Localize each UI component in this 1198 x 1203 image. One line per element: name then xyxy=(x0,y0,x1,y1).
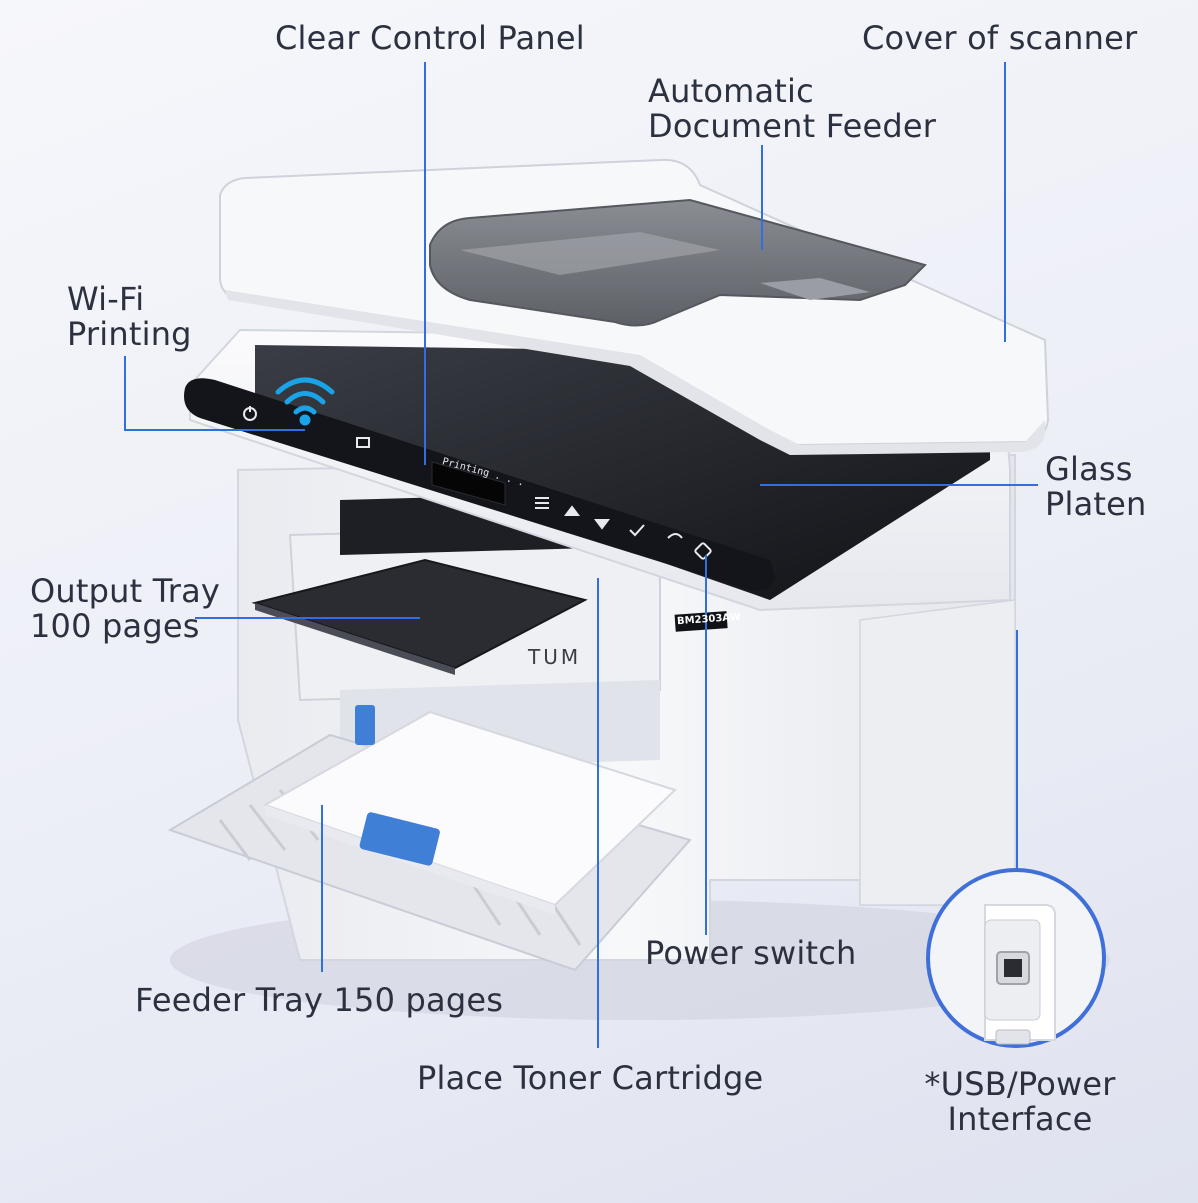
side-paper-guide[interactable] xyxy=(355,705,375,745)
usb-port-icon xyxy=(996,951,1030,985)
menu-icon[interactable] xyxy=(535,497,549,509)
back-icon[interactable] xyxy=(667,533,683,539)
start-icon[interactable] xyxy=(694,542,712,560)
callout-wifi xyxy=(124,356,305,431)
panel-buttons xyxy=(243,406,712,560)
label-wifi-printing: Wi-Fi Printing xyxy=(67,280,192,353)
label-power-switch: Power switch xyxy=(645,934,857,972)
up-arrow-icon[interactable] xyxy=(564,505,580,516)
check-icon[interactable] xyxy=(629,524,645,537)
label-feeder-tray: Feeder Tray 150 pages xyxy=(135,981,504,1019)
label-automatic-document-feeder: Automatic Document Feeder xyxy=(648,72,937,145)
label-cover-of-scanner: Cover of scanner xyxy=(862,19,1138,57)
output-tray[interactable] xyxy=(251,558,588,670)
callout-lines xyxy=(124,62,1038,1048)
paper-guide[interactable] xyxy=(359,811,441,866)
id-copy-icon[interactable] xyxy=(356,437,370,448)
model-label xyxy=(674,611,728,632)
label-usb-power-interface: *USB/Power Interface xyxy=(924,1065,1116,1138)
label-clear-control-panel: Clear Control Panel xyxy=(275,19,585,57)
lcd-display xyxy=(431,461,506,506)
brand-text: TUM xyxy=(528,645,582,669)
label-output-tray: Output Tray 100 pages xyxy=(30,572,221,645)
printer-side-panel xyxy=(859,599,1016,906)
label-glass-platen: Glass Platen xyxy=(1045,450,1147,523)
label-place-toner-cartridge: Place Toner Cartridge xyxy=(417,1059,764,1097)
down-arrow-icon[interactable] xyxy=(594,519,610,530)
wifi-icon xyxy=(275,377,335,426)
